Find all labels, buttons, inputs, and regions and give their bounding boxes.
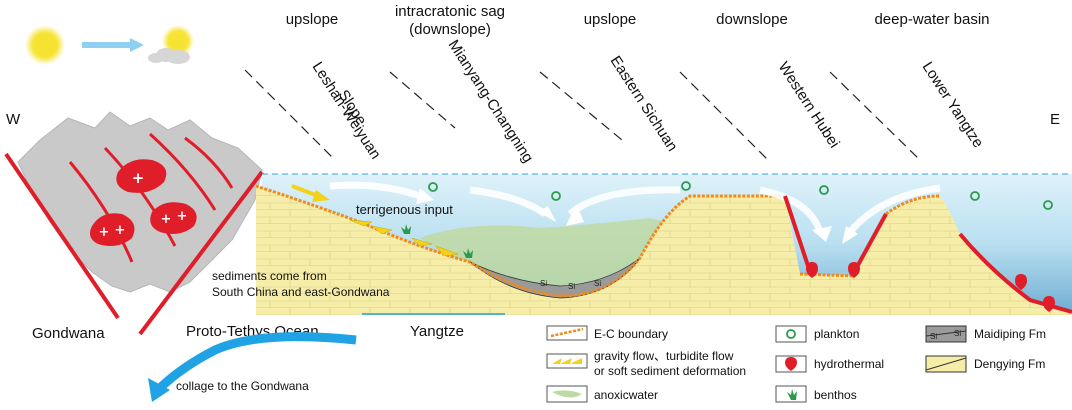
west-boundary-fault [4,152,120,320]
si-marker-1: Si [540,279,547,288]
legend-benthos: benthos [814,388,857,402]
hydrothermal-vent-icon [806,262,1055,312]
legend-swatch-plankton [775,325,807,343]
compass-east: E [1050,111,1060,128]
legend-si-marker-2: Si [954,329,961,338]
circulation-arrowheads [416,188,858,244]
gondwana-landmass [17,111,263,293]
region-western-hubei: Western Hubei [775,59,843,151]
svg-text:+: + [115,223,126,238]
svg-text:+: + [132,169,145,187]
legend-ec-boundary: E-C boundary [594,327,668,341]
legend-gravity-line1: gravity flow、turbidite flow [594,349,734,363]
region-lower-yangtze: Lower Yangtze [919,59,987,151]
zone-intracratonic-sag: intracratonic sag [395,3,505,20]
legend-si-marker-1: Si [930,332,937,341]
gravity-flow-deposits [349,219,459,257]
svg-text:+: + [99,225,110,240]
zone-downslope: downslope [716,11,788,28]
si-marker-2: Si [568,282,575,291]
dengying-platform [256,186,1072,315]
yangtze-label: Yangtze [410,323,464,340]
granite-pluton-3: + + [150,202,197,234]
svg-text:+: + [177,209,188,224]
sun-behind-cloud-icon [148,25,194,64]
sun-icon [25,25,65,65]
legend-plankton: plankton [814,327,859,341]
zone-dashed-lines [244,69,921,161]
legend: E-C boundary gravity flow、turbidite flow… [546,325,1046,403]
legend-maidiping: Maidiping Fm [974,327,1046,341]
gravity-flow-arrow [291,184,330,202]
east-boundary-fault [138,170,264,336]
legend-swatch-benthos [775,385,807,403]
legend-dengying: Dengying Fm [974,357,1045,371]
svg-text:+: + [161,212,172,227]
compass-west: W [6,111,21,128]
gondwana-faults [68,132,234,263]
region-mianyang-changning: Mianyang-Changning [445,37,537,166]
legend-anoxic: anoxicwater [594,388,658,402]
zone-upslope-east: upslope [584,11,637,28]
granite-pluton-1: + [116,159,167,193]
zone-downslope-note: (downslope) [409,21,491,38]
legend-hydrothermal: hydrothermal [814,357,884,371]
climate-change-arrow [82,38,144,52]
gondwana-label: Gondwana [32,325,105,342]
legend-gravity-line2: or soft sediment deformation [594,364,746,378]
sediment-source-line1: sediments come from [212,269,327,283]
zone-deep-water-basin: deep-water basin [874,11,989,28]
sediment-source-line2: South China and east-Gondwana [212,285,390,299]
region-eastern-sichuan: Eastern Sichuan [607,53,681,155]
zone-upslope-west: upslope [286,11,339,28]
terrigenous-input-label: terrigenous input [356,202,453,217]
plankton-icon [428,181,1053,210]
collage-label: collage to the Gondwana [176,379,309,393]
granite-pluton-2: + + [90,213,135,246]
si-marker-3: Si [594,279,601,288]
ocean-closure-arrow [148,332,357,402]
benthos-icon [401,224,473,258]
